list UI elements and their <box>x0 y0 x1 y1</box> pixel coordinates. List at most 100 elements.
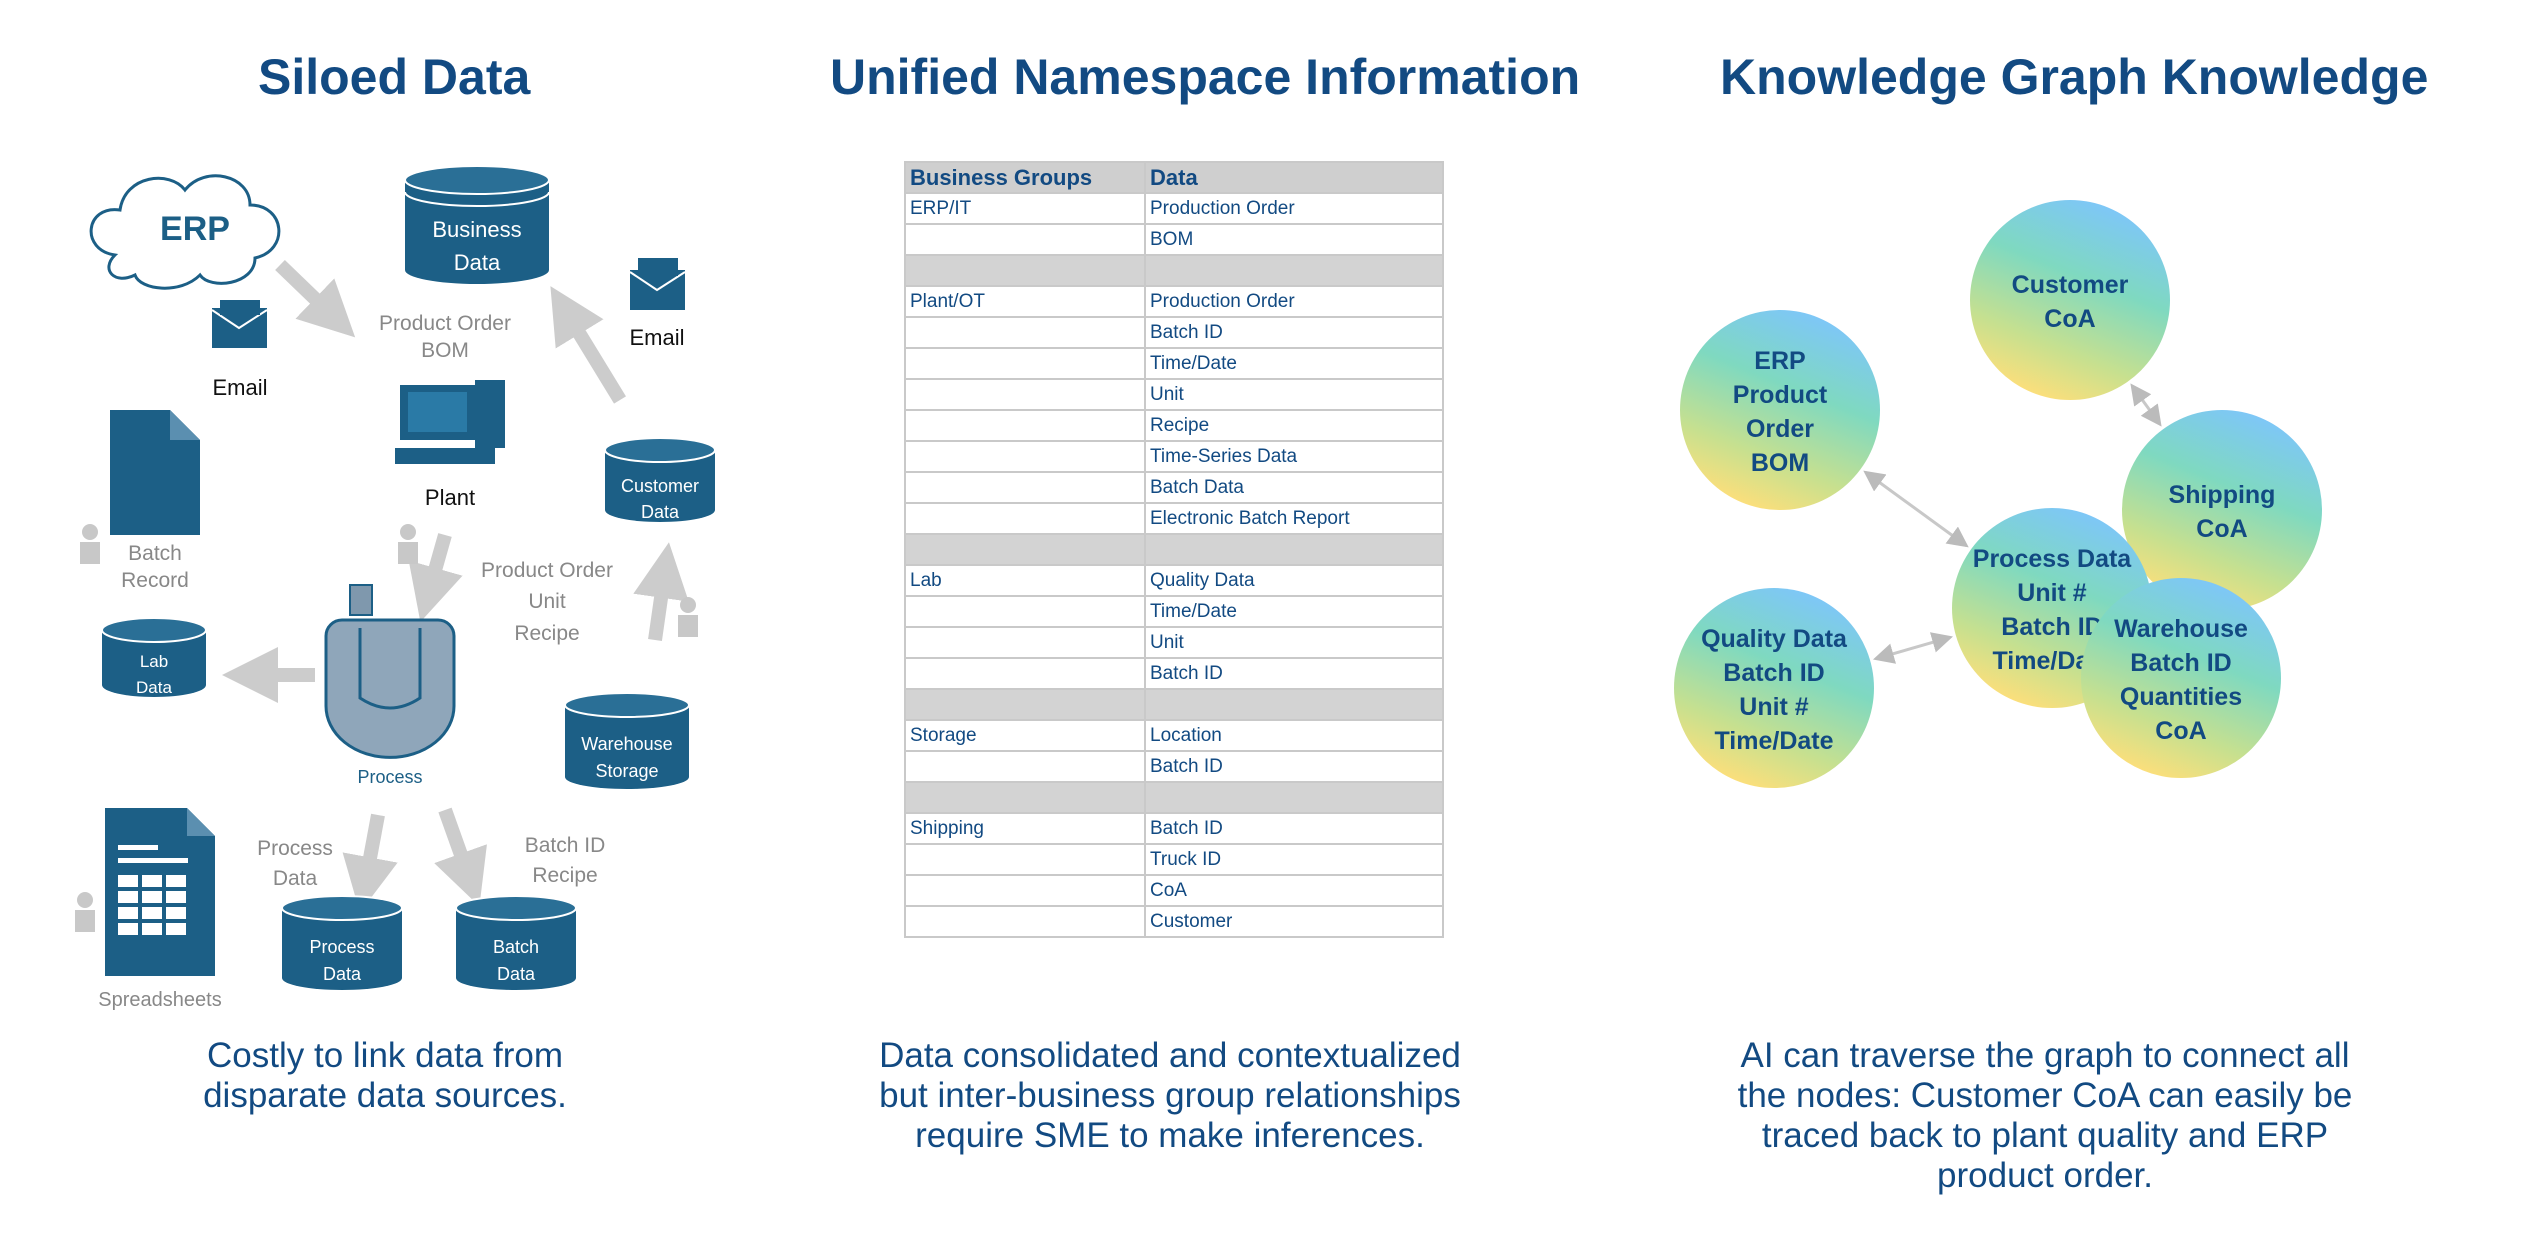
table-separator-cell <box>1144 533 1444 566</box>
graph-node-label: Shipping <box>2169 481 2276 509</box>
business-group-cell <box>904 874 1146 907</box>
table-row: Truck ID <box>904 843 1444 876</box>
table-row: Electronic Batch Report <box>904 502 1444 535</box>
customer-data-db-icon: Customer Data <box>604 437 716 522</box>
process-data-db-label-1: Process <box>309 937 374 957</box>
knowledge-graph: ERPProductOrderBOMCustomerCoAShippingCoA… <box>1674 200 2322 788</box>
email-right-icon: Email <box>629 258 686 350</box>
batch-id-flow-label: Batch ID <box>525 834 606 857</box>
graph-node-circle <box>2122 410 2322 610</box>
graph-node-label: Unit # <box>1739 693 1809 721</box>
email-right-label: Email <box>629 325 684 350</box>
data-cell: Batch ID <box>1144 316 1444 349</box>
edge-process-quality <box>1872 632 1954 664</box>
caption-siloed-data: Costly to link data from disparate data … <box>203 1036 567 1115</box>
data-cell: CoA <box>1144 874 1444 907</box>
table-row: BOM <box>904 223 1444 256</box>
business-group-cell: ERP/IT <box>904 192 1146 225</box>
graph-node-label: Quantities <box>2120 683 2242 711</box>
data-cell: Batch Data <box>1144 471 1444 504</box>
process-data-flow-label-2: Data <box>273 867 318 890</box>
table-separator-cell <box>1144 254 1444 287</box>
table-separator-cell <box>1144 781 1444 814</box>
business-data-db-icon: Business Data <box>404 165 550 284</box>
table-row: Unit <box>904 626 1444 659</box>
batch-data-db-label-2: Data <box>497 964 536 984</box>
graph-node-label: Warehouse <box>2114 615 2248 643</box>
data-cell: Batch ID <box>1144 750 1444 783</box>
graph-node-label: CoA <box>2044 305 2095 333</box>
graph-node-circle <box>2081 578 2281 778</box>
table-separator-cell <box>1144 688 1444 721</box>
title-siloed-data: Siloed Data <box>258 49 531 105</box>
siloed-data-diagram: ERP Business Data Email Email Product Or… <box>75 165 716 1010</box>
data-cell: Quality Data <box>1144 564 1444 597</box>
process-data-db-label-2: Data <box>323 964 362 984</box>
customer-data-label-1: Customer <box>621 476 699 496</box>
graph-node-label: Quality Data <box>1701 625 1848 653</box>
table-separator-cell <box>904 781 1146 814</box>
product-order-unit-label: Product Order <box>481 559 613 582</box>
column-header-business-groups: Business Groups <box>904 161 1146 194</box>
business-data-label-1: Business <box>432 217 521 242</box>
arrow-process-to-batchdata <box>434 807 487 907</box>
business-group-cell <box>904 750 1146 783</box>
business-group-cell <box>904 471 1146 504</box>
process-data-db-icon: Process Data <box>281 895 403 990</box>
batch-data-db-label-1: Batch <box>493 937 539 957</box>
table-separator-row <box>904 533 1444 566</box>
business-group-cell <box>904 347 1146 380</box>
person-icon-batch-record <box>80 524 100 564</box>
graph-node-label: Product <box>1733 381 1828 409</box>
business-group-cell <box>904 316 1146 349</box>
data-cell: Recipe <box>1144 409 1444 442</box>
table-separator-row <box>904 688 1444 721</box>
data-cell: Time/Date <box>1144 595 1444 628</box>
graph-node-label: Batch ID <box>2001 613 2102 641</box>
data-cell: Unit <box>1144 378 1444 411</box>
table-separator-cell <box>904 688 1146 721</box>
process-vessel-icon: Process <box>324 584 456 787</box>
table-row: Batch ID <box>904 316 1444 349</box>
caption-unified-namespace: Data consolidated and contextualized but… <box>879 1036 1461 1155</box>
person-icon-customer <box>678 597 698 637</box>
table-separator-row <box>904 781 1444 814</box>
table-row: CoA <box>904 874 1444 907</box>
edge-erp-process <box>1863 470 1969 548</box>
erp-label: ERP <box>160 210 230 248</box>
business-group-cell: Plant/OT <box>904 285 1146 318</box>
warehouse-label-1: Warehouse <box>581 734 672 754</box>
graph-node-circle <box>1970 200 2170 400</box>
data-cell: Time/Date <box>1144 347 1444 380</box>
process-data-flow-label-1: Process <box>257 837 333 860</box>
lab-data-label-1: Lab <box>140 652 168 671</box>
data-cell: Unit <box>1144 626 1444 659</box>
arrow-plant-to-process <box>408 533 463 622</box>
business-group-cell: Shipping <box>904 812 1146 845</box>
arrow-erp-to-order <box>275 259 356 338</box>
business-group-cell <box>904 378 1146 411</box>
business-group-cell <box>904 502 1146 535</box>
data-cell: Production Order <box>1144 285 1444 318</box>
table-row: Time-Series Data <box>904 440 1444 473</box>
warehouse-label-2: Storage <box>595 761 658 781</box>
email-left-label: Email <box>212 375 267 400</box>
erp-cloud-icon: ERP <box>89 174 281 290</box>
recipe-flow-label: Recipe <box>532 864 597 887</box>
edge-customer-shipping <box>2130 383 2162 427</box>
caption-knowledge-graph: AI can traverse the graph to connect all… <box>1737 1036 2353 1195</box>
arrow-customer-to-business <box>550 286 626 404</box>
product-order-label: Product Order <box>379 312 511 335</box>
arrow-process-to-processdata <box>342 813 398 913</box>
table-row: Customer <box>904 905 1444 938</box>
person-icon-spreadsheets <box>75 892 95 932</box>
graph-node-label: Customer <box>2012 271 2129 299</box>
table-row: Batch ID <box>904 657 1444 690</box>
graph-node-label: ERP <box>1754 347 1805 375</box>
